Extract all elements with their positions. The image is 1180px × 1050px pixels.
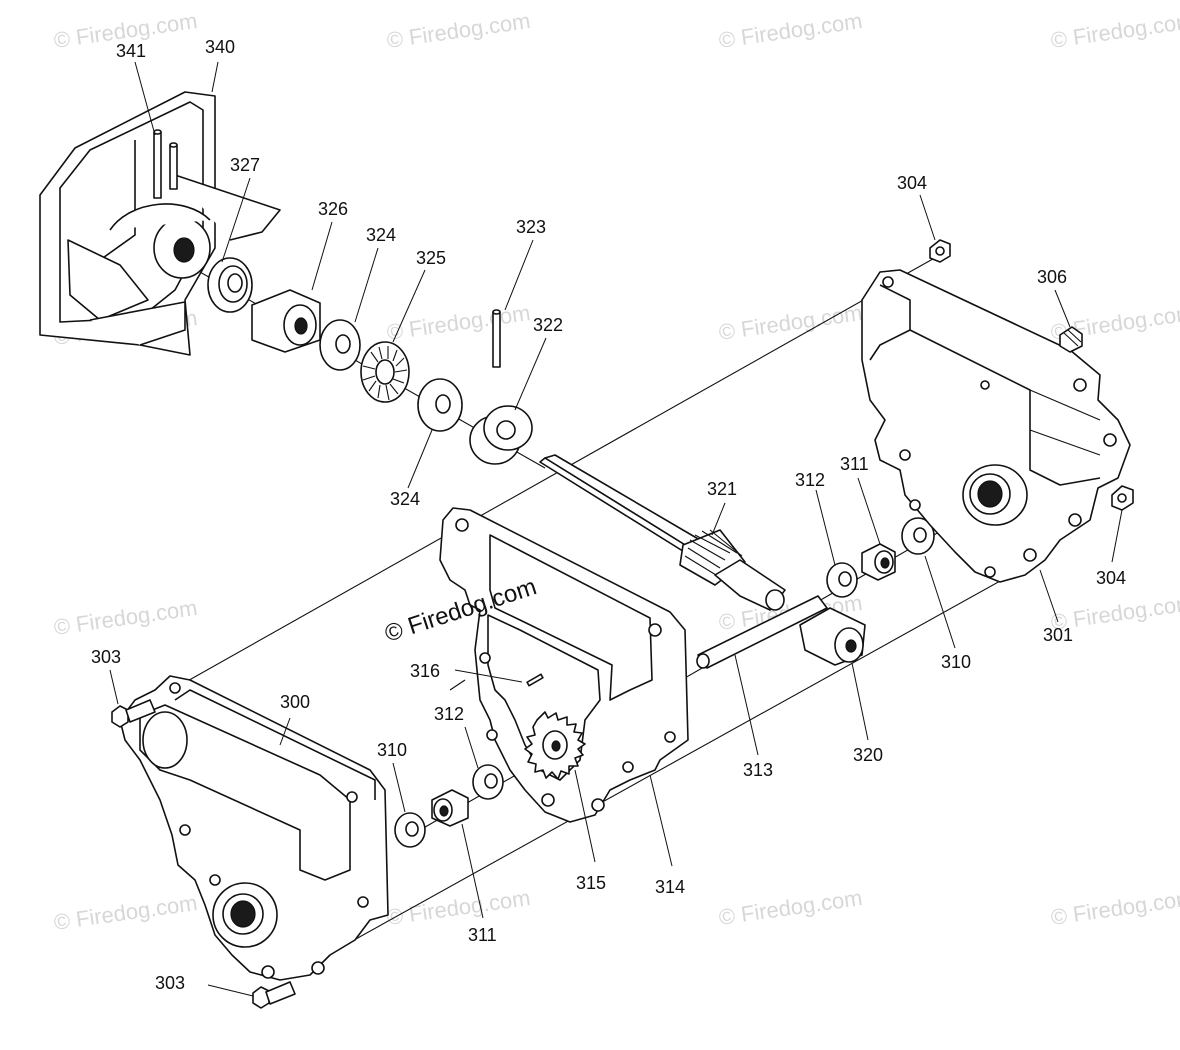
part-304-nut-right — [1111, 485, 1134, 511]
part-322-collar — [469, 405, 533, 465]
callout-324: 324 — [390, 489, 420, 509]
callout-310: 310 — [377, 740, 407, 760]
callout-312: 312 — [795, 470, 825, 490]
callout-315: 315 — [576, 873, 606, 893]
callout-316: 316 — [410, 661, 440, 681]
part-341-pins — [153, 129, 178, 199]
callout-301: 301 — [1043, 625, 1073, 645]
callout-310: 310 — [941, 652, 971, 672]
callout-311: 311 — [840, 454, 869, 474]
callout-320: 320 — [853, 745, 883, 765]
callout-306: 306 — [1037, 267, 1067, 287]
callout-303: 303 — [155, 973, 185, 993]
watermark: © Firedog.com — [717, 8, 864, 53]
part-313-shaft — [696, 595, 828, 669]
part-321-worm-shaft — [539, 454, 786, 611]
callout-314: 314 — [655, 877, 685, 897]
part-312-washer-right — [826, 562, 858, 598]
part-325-thrust-bearing — [360, 341, 410, 403]
part-303-screw-upper — [111, 699, 156, 728]
part-324-washer-upper — [319, 319, 361, 371]
part-323-roll-pin — [492, 309, 501, 368]
part-312-washer-left — [472, 764, 504, 800]
watermark: © Firedog.com — [1049, 8, 1180, 53]
part-303-screw-lower — [252, 981, 296, 1009]
callout-321: 321 — [707, 479, 737, 499]
callout-labels: 341 340 327 326 324 325 323 322 324 304 … — [91, 37, 1126, 993]
callout-327: 327 — [230, 155, 260, 175]
watermark: © Firedog.com — [717, 300, 864, 345]
callout-323: 323 — [516, 217, 546, 237]
callout-304: 304 — [897, 173, 927, 193]
part-311-bushing-right — [861, 543, 896, 581]
part-311-bushing-left — [431, 789, 469, 827]
callout-304: 304 — [1096, 568, 1126, 588]
callout-303: 303 — [91, 647, 121, 667]
part-310-washer-right — [901, 517, 935, 555]
callout-311: 311 — [468, 925, 497, 945]
watermark: © Firedog.com — [385, 8, 532, 53]
callout-341: 341 — [116, 41, 146, 61]
part-300-left-housing — [119, 675, 389, 981]
part-320-coupling — [799, 607, 866, 666]
watermark: © Firedog.com — [717, 885, 864, 930]
callout-325: 325 — [416, 248, 446, 268]
watermark: © Firedog.com — [1049, 885, 1180, 930]
part-306-plug — [1059, 326, 1083, 353]
callout-324: 324 — [366, 225, 396, 245]
part-304-nut-top — [929, 239, 951, 263]
watermark: © Firedog.com — [385, 885, 532, 930]
part-326-bushing — [251, 289, 321, 353]
part-315-gear — [524, 711, 586, 780]
leader-lines — [109, 61, 1123, 997]
part-310-washer-left — [394, 812, 426, 848]
part-327-washer — [207, 257, 253, 313]
watermark: © Firedog.com — [52, 595, 199, 640]
callout-326: 326 — [318, 199, 348, 219]
callout-313: 313 — [743, 760, 773, 780]
watermark: © Firedog.com — [385, 300, 532, 345]
part-316-key — [526, 673, 544, 687]
watermark: © Firedog.com — [52, 890, 199, 935]
part-314-gasket — [439, 507, 689, 823]
callout-322: 322 — [533, 315, 563, 335]
callout-340: 340 — [205, 37, 235, 57]
callout-300: 300 — [280, 692, 310, 712]
part-324-washer-lower — [417, 378, 463, 432]
callout-312: 312 — [434, 704, 464, 724]
